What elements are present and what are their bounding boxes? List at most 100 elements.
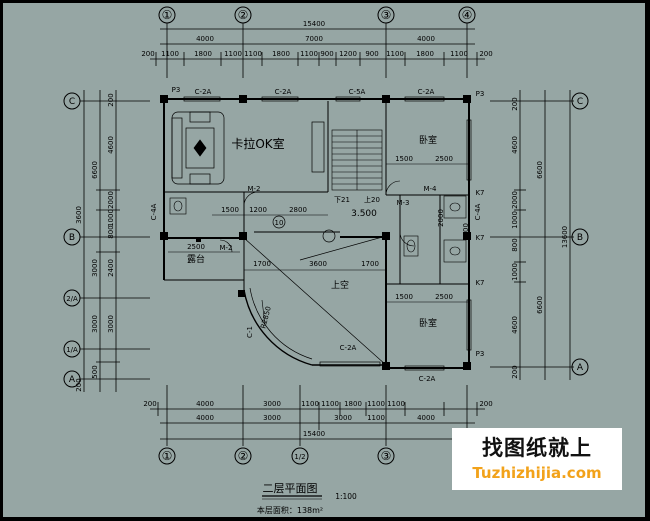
axis-label-1-top: ① xyxy=(162,8,173,22)
callout-label: K7 xyxy=(475,234,484,242)
dim-bottom-seg: 1800 xyxy=(344,400,362,408)
callout-label: P3 xyxy=(172,86,181,94)
axis-label-A-left: A xyxy=(69,375,76,385)
axis-label-C-right: C xyxy=(577,97,583,107)
dim-right-inner: 4600 xyxy=(511,136,519,154)
dim-right-inner: 200 xyxy=(511,97,519,110)
stair-up-label: 上20 xyxy=(364,195,380,204)
axis-label-1A-left: 1/A xyxy=(66,346,78,354)
detail-marker-circle xyxy=(272,215,286,229)
dim-left-mid: 6600 xyxy=(91,161,99,179)
dim-top-seg: 1100 xyxy=(224,50,242,58)
dim-top-seg: 1100 xyxy=(300,50,318,58)
dim-top-span-2: 7000 xyxy=(305,35,323,43)
axis-label-2A-left: 2/A xyxy=(66,295,78,303)
detail-marker-number: 10 xyxy=(275,219,284,227)
axis-label-B-right: B xyxy=(577,233,583,243)
dim-bottom-span: 1100 xyxy=(367,414,385,422)
dim-bottom-seg: 3000 xyxy=(263,400,281,408)
inner-dimension-lines xyxy=(168,163,469,303)
right-dimension-lines xyxy=(490,90,574,380)
dim-bottom-span: 4000 xyxy=(417,414,435,422)
door-label: M-2 xyxy=(219,244,232,252)
dim-top-seg: 1200 xyxy=(339,50,357,58)
axis-label-2-top: ② xyxy=(238,8,249,22)
dim-inner: 1500 xyxy=(395,155,413,163)
dim-top-seg: 1100 xyxy=(161,50,179,58)
dim-bottom-seg: 1100 xyxy=(367,400,385,408)
dim-inner: 2500 xyxy=(435,155,453,163)
dim-inner: 1200 xyxy=(249,206,267,214)
dim-inner: 1500 xyxy=(221,206,239,214)
dim-inner: 1700 xyxy=(253,260,271,268)
dim-bottom-span: 3000 xyxy=(263,414,281,422)
dim-left-inner: 3000 xyxy=(107,315,115,333)
dim-left-inner: 800 xyxy=(107,225,115,238)
door-swings xyxy=(219,180,415,253)
dim-right-outer: 13600 xyxy=(561,226,569,248)
dim-left-inner: 4600 xyxy=(107,136,115,154)
room-terrace: 露台 xyxy=(187,253,205,265)
floor-area-label: 本层面积：138m² xyxy=(257,505,323,515)
dim-top-seg: 1800 xyxy=(194,50,212,58)
dim-inner: 1100 xyxy=(462,223,470,241)
watermark-chinese-text: 找图纸就上 xyxy=(482,436,592,460)
watermark-site-url: Tuzhizhijia.com xyxy=(472,464,602,482)
blueprint-sheet: ① ② ③ ④ 15400 4000 7000 4000 200 1100 18… xyxy=(3,3,645,517)
dim-bottom-total: 15400 xyxy=(303,430,325,438)
axis-label-3-bottom: ③ xyxy=(381,449,392,463)
void-diagonal-2 xyxy=(299,235,387,261)
dim-inner: 3600 xyxy=(309,260,327,268)
dim-bottom-seg: 1100 xyxy=(387,400,405,408)
window-label: C-2A xyxy=(195,88,212,96)
door-label: M-4 xyxy=(423,185,437,193)
dim-right-inner: 200 xyxy=(511,365,519,378)
drawing-title: 二层平面图 xyxy=(263,482,318,495)
void-diagonal xyxy=(243,237,387,366)
stair-down-label: 下21 xyxy=(334,196,350,204)
axis-label-B-left: B xyxy=(69,233,75,243)
axis-label-A-right: A xyxy=(577,363,584,373)
dim-top-seg: 200 xyxy=(141,50,154,58)
structural-columns xyxy=(160,95,471,370)
room-void: 上空 xyxy=(331,279,349,291)
dim-top-seg: 1100 xyxy=(386,50,404,58)
radius-line xyxy=(261,299,266,326)
room-karaoke: 卡拉OK室 xyxy=(231,136,284,151)
dim-left-inner: 2000 xyxy=(107,191,115,209)
balcony-arc-wall xyxy=(243,289,313,366)
dim-right-inner: 1000 xyxy=(511,211,519,229)
callout-label: P3 xyxy=(476,90,485,98)
dim-bottom-seg: 1100 xyxy=(321,400,339,408)
dim-left-inner: 200 xyxy=(75,378,83,391)
dim-inner: 2500 xyxy=(187,243,205,251)
dim-top-seg: 1100 xyxy=(450,50,468,58)
floor-plan-drawing: ① ② ③ ④ 15400 4000 7000 4000 200 1100 18… xyxy=(63,6,589,515)
room-bedroom-north: 卧室 xyxy=(419,134,437,146)
axis-label-C-left: C xyxy=(69,97,75,107)
dim-inner: 2500 xyxy=(435,293,453,301)
dim-bottom-span: 3000 xyxy=(334,414,352,422)
dim-left-inner: 2400 xyxy=(107,259,115,277)
dim-bottom-seg: 200 xyxy=(143,400,156,408)
dim-top-span-3: 4000 xyxy=(417,35,435,43)
left-dimension-lines xyxy=(80,90,150,392)
drawing-scale: 1:100 xyxy=(335,492,357,501)
callout-label: K7 xyxy=(475,279,484,287)
dim-top-seg: 1800 xyxy=(416,50,434,58)
dim-bottom-span: 4000 xyxy=(196,414,214,422)
room-bedroom-south: 卧室 xyxy=(419,317,437,329)
dim-top-seg: 1100 xyxy=(244,50,262,58)
dim-inner: 1700 xyxy=(361,260,379,268)
window-label: C-5A xyxy=(349,88,366,96)
arc-radius-label: R2850 xyxy=(259,305,273,329)
dim-right-mid: 6600 xyxy=(536,296,544,314)
dim-left-inner: 500 xyxy=(91,365,99,378)
dim-right-inner: 1000 xyxy=(511,263,519,281)
bathroom-fixtures xyxy=(169,195,467,263)
window-label: C-4A xyxy=(150,203,158,220)
dim-top-total: 15400 xyxy=(303,20,325,28)
dim-right-inner: 2000 xyxy=(511,191,519,209)
dim-top-seg: 900 xyxy=(320,50,333,58)
door-label: M-2 xyxy=(247,185,260,193)
